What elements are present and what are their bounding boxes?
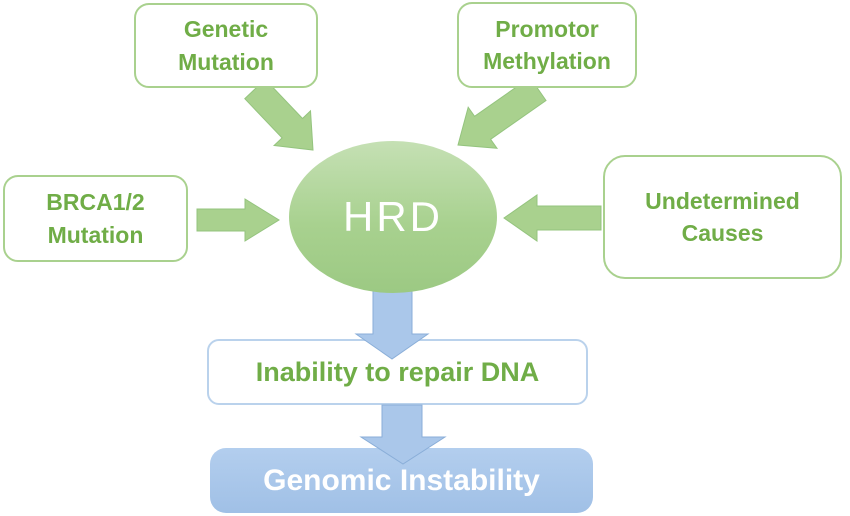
arrow-promotor-to-hrd (457, 76, 547, 149)
arrow-inability-to-genomic (359, 404, 447, 465)
node-undetermined-causes: Undetermined Causes (603, 155, 842, 279)
arrow-brca-to-hrd (196, 198, 280, 242)
arrow-hrd-to-inability (354, 287, 430, 360)
node-brca-mutation: BRCA1/2 Mutation (3, 175, 188, 262)
node-promotor-methylation: Promotor Methylation (457, 2, 637, 88)
node-genetic-mutation: Genetic Mutation (134, 3, 318, 88)
node-hrd-ellipse: HRD (289, 141, 497, 293)
arrow-undetermined-to-hrd (503, 194, 602, 242)
